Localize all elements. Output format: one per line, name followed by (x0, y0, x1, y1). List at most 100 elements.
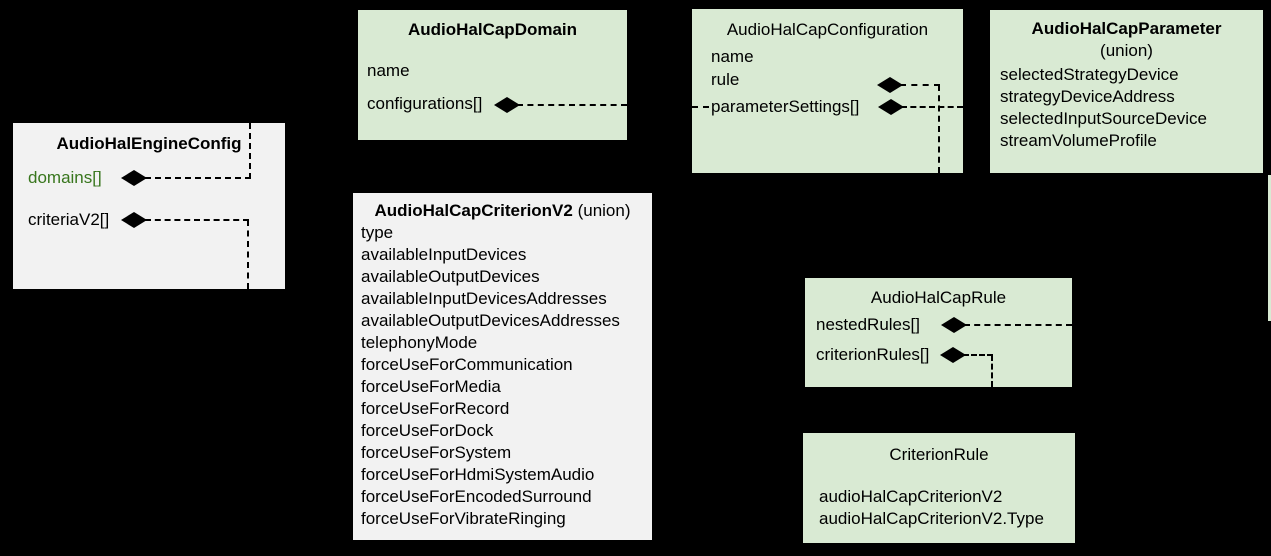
class-box-audio-hal-cap-domain: AudioHalCapDomain name configurations[] (358, 10, 627, 140)
cropped-box-edge (1268, 175, 1271, 321)
field-label: streamVolumeProfile (1000, 131, 1157, 150)
field-domains: domains[] (13, 167, 285, 189)
field-label: availableInputDevicesAddresses (361, 289, 607, 308)
field-forceuseforrecord: forceUseForRecord (353, 398, 652, 420)
class-title-text: AudioHalEngineConfig (56, 134, 242, 153)
field-type: type (353, 222, 652, 244)
composition-diamond-icon (121, 212, 147, 228)
field-telephonymode: telephonyMode (353, 332, 652, 354)
class-title: AudioHalCapDomain (358, 19, 627, 41)
class-title: AudioHalCapCriterionV2 (union) (353, 200, 652, 222)
field-criteriav2: criteriaV2[] (13, 209, 285, 231)
dashed-connector-criteriav2 (145, 219, 249, 221)
class-box-audio-hal-cap-rule: AudioHalCapRule nestedRules[] criterionR… (805, 278, 1072, 387)
field-label: audioHalCapCriterionV2.Type (819, 509, 1044, 528)
class-box-audio-hal-cap-parameter: AudioHalCapParameter (union) selectedStr… (990, 10, 1263, 173)
class-subtitle: (union) (1100, 41, 1153, 60)
field-label: criterionRules[] (816, 345, 930, 364)
class-title-suffix: (union) (572, 201, 631, 220)
field-label: name (711, 47, 754, 66)
field-label: rule (711, 70, 740, 89)
class-box-audio-hal-cap-configuration: AudioHalCapConfiguration name rule param… (692, 9, 963, 173)
field-label: availableOutputDevicesAddresses (361, 311, 620, 330)
class-title: AudioHalCapParameter (990, 18, 1263, 40)
field-label: forceUseForVibrateRinging (361, 509, 566, 528)
composition-diamond-icon (494, 97, 520, 113)
composition-diamond-icon (121, 170, 147, 186)
dashed-connector-criteriav2-vertical (247, 220, 249, 289)
field-name: name (358, 60, 627, 82)
field-selectedinputsourcedevice: selectedInputSourceDevice (990, 108, 1263, 130)
composition-diamond-icon (877, 77, 903, 93)
dashed-connector-rule-vertical (938, 85, 940, 173)
field-label: availableOutputDevices (361, 267, 540, 286)
field-forceuseforencodedsurround: forceUseForEncodedSurround (353, 486, 652, 508)
dashed-connector-configurations-entry (692, 106, 709, 108)
class-title: AudioHalEngineConfig (13, 133, 285, 155)
dashed-connector-configurations (517, 104, 627, 106)
composition-diamond-icon (940, 347, 966, 363)
field-configurations: configurations[] (358, 93, 627, 115)
dashed-connector-domains-vertical (249, 123, 251, 179)
field-audiohalcapcriterionv2: audioHalCapCriterionV2 (803, 486, 1075, 508)
class-title: AudioHalCapRule (805, 287, 1072, 309)
field-label: telephonyMode (361, 333, 478, 352)
field-label: nestedRules[] (816, 315, 920, 334)
class-title-text: CriterionRule (889, 445, 989, 464)
field-label: forceUseForHdmiSystemAudio (361, 465, 595, 484)
field-label: configurations[] (367, 94, 483, 113)
class-title-text: AudioHalCapDomain (407, 20, 578, 39)
field-forceuseformedia: forceUseForMedia (353, 376, 652, 398)
field-label: forceUseForRecord (361, 399, 510, 418)
field-availableoutputdevicesaddresses: availableOutputDevicesAddresses (353, 310, 652, 332)
field-rule: rule (692, 69, 963, 91)
field-availableoutputdevices: availableOutputDevices (353, 266, 652, 288)
dashed-connector-nestedrules (964, 324, 1072, 326)
field-forceuseforcommunication: forceUseForCommunication (353, 354, 652, 376)
dashed-connector-criterionrules-vertical (991, 355, 993, 387)
field-label: availableInputDevices (361, 245, 527, 264)
dashed-connector-domains (145, 177, 251, 179)
class-title-text: AudioHalCapCriterionV2 (374, 201, 573, 220)
field-parametersettings: parameterSettings[] (692, 96, 963, 118)
class-title-text: AudioHalCapParameter (1031, 19, 1222, 38)
field-forceuseforsystem: forceUseForSystem (353, 442, 652, 464)
field-label: selectedStrategyDevice (1000, 65, 1179, 84)
dashed-connector-rule (900, 84, 940, 86)
field-label: strategyDeviceAddress (1000, 87, 1175, 106)
field-label: parameterSettings[] (711, 97, 860, 116)
field-label: type (361, 223, 394, 242)
field-label: forceUseForCommunication (361, 355, 573, 374)
field-forceuseforhdmisystemaudio: forceUseForHdmiSystemAudio (353, 464, 652, 486)
field-name: name (692, 46, 963, 68)
composition-diamond-icon (878, 99, 904, 115)
field-strategydeviceaddress: strategyDeviceAddress (990, 86, 1263, 108)
dashed-connector-parametersettings (901, 106, 963, 108)
class-title-text: AudioHalCapConfiguration (726, 20, 929, 39)
composition-diamond-icon (941, 317, 967, 333)
field-label: forceUseForDock (361, 421, 494, 440)
field-label: forceUseForMedia (361, 377, 501, 396)
field-availableinputdevices: availableInputDevices (353, 244, 652, 266)
class-title: AudioHalCapConfiguration (692, 19, 963, 41)
class-box-audio-hal-cap-criterion-v2: AudioHalCapCriterionV2 (union) type avai… (353, 193, 652, 540)
field-forceusefordock: forceUseForDock (353, 420, 652, 442)
field-label: forceUseForEncodedSurround (361, 487, 592, 506)
field-label: audioHalCapCriterionV2 (819, 487, 1003, 506)
field-label: name (367, 61, 410, 80)
class-box-audio-hal-engine-config: AudioHalEngineConfig domains[] criteriaV… (13, 123, 285, 289)
field-label: criteriaV2[] (28, 210, 110, 229)
field-audiohalcapcriterionv2-type: audioHalCapCriterionV2.Type (803, 508, 1075, 530)
field-criterionrules: criterionRules[] (805, 344, 1072, 366)
field-label: forceUseForSystem (361, 443, 512, 462)
field-availableinputdevicesaddresses: availableInputDevicesAddresses (353, 288, 652, 310)
field-nestedrules: nestedRules[] (805, 314, 1072, 336)
field-streamvolumeprofile: streamVolumeProfile (990, 130, 1263, 152)
class-box-criterion-rule: CriterionRule audioHalCapCriterionV2 aud… (803, 433, 1075, 543)
field-label: selectedInputSourceDevice (1000, 109, 1207, 128)
class-title-text: AudioHalCapRule (870, 288, 1007, 307)
dashed-connector-criterionrules (963, 354, 993, 356)
class-title: CriterionRule (803, 444, 1075, 466)
field-forceuseforvibrateringing: forceUseForVibrateRinging (353, 508, 652, 530)
